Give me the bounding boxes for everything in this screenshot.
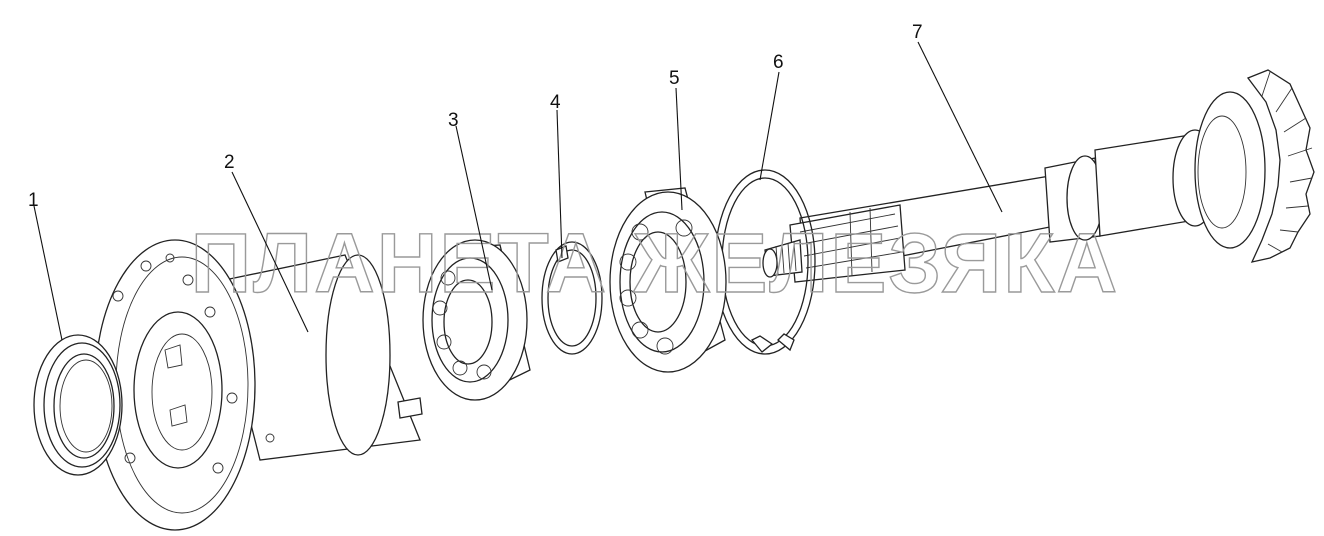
watermark-text: ПЛАНЕТА ЖЕЛЕЗЯКА bbox=[191, 216, 1119, 310]
leader-5 bbox=[675, 87, 683, 211]
callout-1: 1 bbox=[28, 190, 39, 211]
leader-2 bbox=[231, 171, 309, 333]
callout-4: 4 bbox=[550, 92, 561, 113]
callout-2: 2 bbox=[224, 152, 235, 173]
leader-3 bbox=[455, 125, 493, 291]
callout-7: 7 bbox=[912, 22, 923, 43]
leader-4 bbox=[556, 109, 563, 259]
callout-labels: 1 2 3 4 5 6 7 bbox=[28, 22, 923, 211]
leader-lines bbox=[33, 41, 1003, 341]
part-2-housing bbox=[94, 239, 423, 531]
callout-6: 6 bbox=[773, 52, 784, 73]
callout-5: 5 bbox=[669, 68, 680, 89]
leader-6 bbox=[759, 71, 780, 181]
leader-1 bbox=[33, 205, 63, 341]
callout-3: 3 bbox=[448, 110, 459, 131]
part-1-seal bbox=[33, 334, 123, 476]
part-5-bearing bbox=[609, 187, 727, 373]
part-3-bearing bbox=[422, 239, 531, 401]
part-7-shaft-gear bbox=[762, 69, 1315, 283]
leader-7 bbox=[917, 41, 1003, 213]
